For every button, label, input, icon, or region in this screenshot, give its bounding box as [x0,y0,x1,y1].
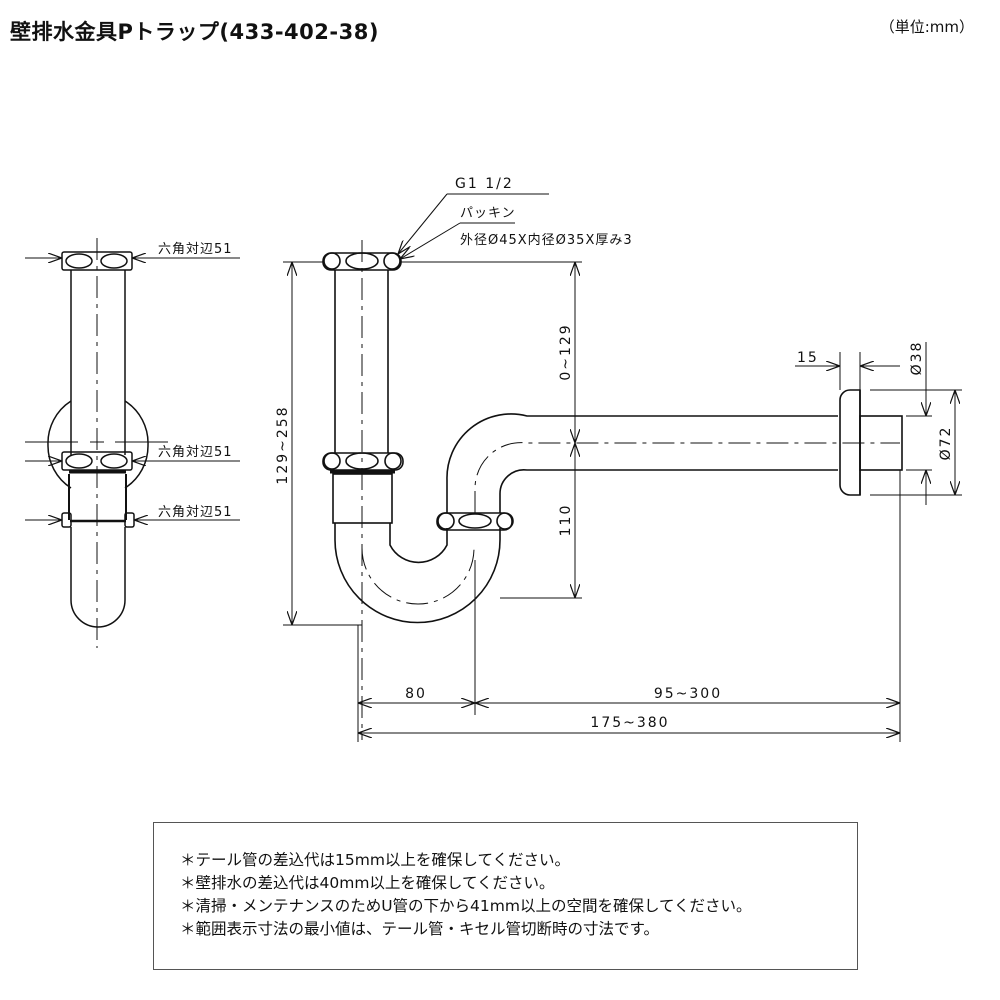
bend-inner [499,469,838,513]
dim-total-length: 175~380 [590,715,669,731]
u-bend-outer [334,523,501,624]
u-bend-centerline [361,547,475,605]
wall-pipe-stub [859,415,903,471]
hex-label-top: 六角対辺51 [158,242,233,257]
dim-total-height: 129~258 [275,405,291,484]
note-item: ＊清掃・メンテナンスのためU管の下から41mm以上の空間を確保してください。 [180,897,752,915]
hex-label-bottom: 六角対辺51 [158,505,233,520]
front-view [322,240,903,740]
dim-wall-distance: 95~300 [654,686,722,702]
notes-box: ＊テール管の差込代は15mm以上を確保してください。 ＊壁排水の差込代は40mm… [153,822,858,970]
callout-leaders [398,193,549,259]
side-u-bottom [70,527,126,628]
side-wall-flange [47,400,149,489]
slip-collar [332,473,393,524]
packing-spec: 外径Ø45X内径Ø35X厚み3 [460,232,633,248]
hex-label-mid: 六角対辺51 [158,445,233,460]
thread-callout: G1 1/2 [455,176,514,192]
dim-pipe-diameter: Ø38 [909,341,925,376]
bend-centerline [474,442,900,513]
page-title: 壁排水金具Pトラップ(433-402-38) [10,20,379,44]
dim-upper-height: 0~129 [558,323,574,380]
u-bend-inner [389,523,448,564]
packing-label: パッキン [460,206,516,221]
note-item: ＊テール管の差込代は15mm以上を確保してください。 [180,851,570,869]
side-view [25,238,240,648]
dim-flange-diameter: Ø72 [938,426,954,461]
mid-nut [322,452,404,471]
dimension-lines [283,261,962,742]
dim-trap-width: 80 [405,686,427,702]
note-item: ＊範囲表示寸法の最小値は、テール管・キセル管切断時の寸法です。 [180,920,659,938]
dim-lower-height: 110 [558,504,574,537]
unit-label: （単位:mm） [879,18,974,36]
note-item: ＊壁排水の差込代は40mm以上を確保してください。 [180,874,555,892]
bend-outer [446,413,838,513]
wall-flange [839,389,861,496]
dim-flange-thickness: 15 [797,350,819,366]
